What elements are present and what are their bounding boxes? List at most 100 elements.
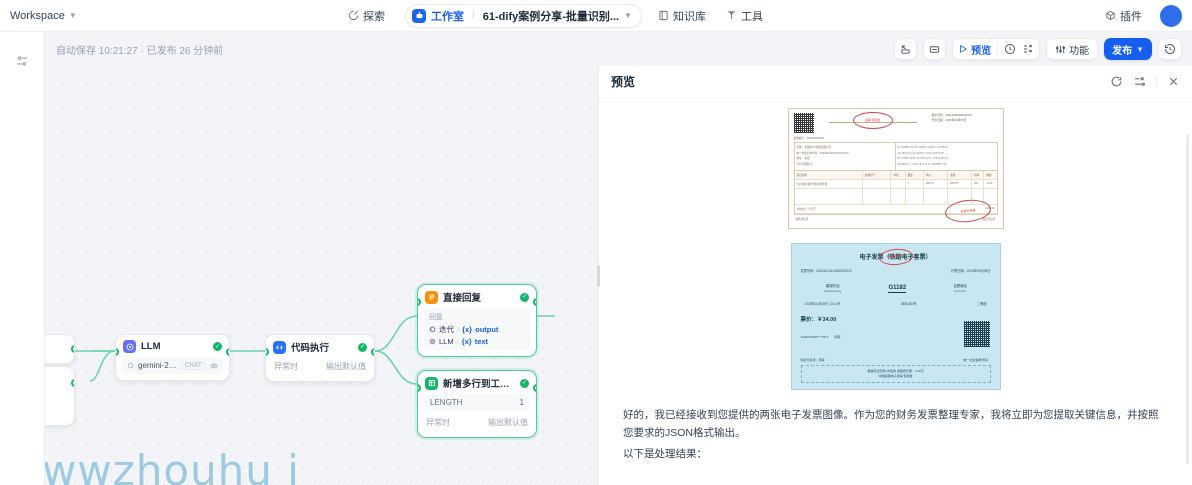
node-output-port[interactable] xyxy=(533,298,536,306)
user-avatar[interactable] xyxy=(1160,4,1182,27)
workflow-node-offscreen-a[interactable] xyxy=(45,334,75,364)
invoice-party-box: 名称：安徽省XX科技有限公司 统一社会信用代码：91340100XXXXXXXX… xyxy=(793,142,998,171)
invoice-table-empty-row xyxy=(794,188,997,205)
workflow-node-code[interactable]: 代码执行 ✓ 异常时 输出默认值 xyxy=(265,334,375,382)
to-station-name: 合肥南 xyxy=(953,283,964,288)
invoice-meta-line-1: 开票日期：2025年06月05日 xyxy=(931,118,967,123)
workspace-switcher[interactable]: Workspace ▼ xyxy=(10,10,77,22)
invoice-col-5: 金额 xyxy=(948,170,973,179)
workflow-node-answer[interactable]: 直接回复 ✓ 回复 迭代 / {x} output xyxy=(417,284,537,357)
nav-item-knowledge[interactable]: 知识库 xyxy=(650,4,714,28)
node-status-success-icon: ✓ xyxy=(520,292,529,302)
nav-item-explore[interactable]: 探索 xyxy=(340,4,393,28)
invoice-col-0: 项目名称 xyxy=(795,170,864,179)
compass-icon xyxy=(348,10,359,21)
node-header: 直接回复 ✓ xyxy=(418,285,536,308)
breadcrumb-chevron-down-icon[interactable]: ▼ xyxy=(624,11,632,20)
answer-reply-label: 回复 xyxy=(429,314,443,321)
invoice-row-taxrate: 6% xyxy=(972,179,985,188)
code-error-strategy-row: 异常时 输出默认值 xyxy=(272,358,368,375)
train-passenger-name: 周辉 xyxy=(834,334,841,339)
invoice-footer-seller-label: 销售方信息 xyxy=(795,217,809,221)
attachment-invoice-train-ticket[interactable]: 电子发票（铁路电子客票） 铁路电子客票 发票号码：254240101140000… xyxy=(790,242,1001,390)
top-navigation-bar: Workspace ▼ 探索 工作室 / 61-dify案例分享-批量识别...… xyxy=(0,0,1192,32)
nav-knowledge-label: 知识库 xyxy=(673,10,706,23)
preview-action-divider xyxy=(1156,75,1157,88)
sheet-length-field: LENGTH 1 xyxy=(424,394,530,411)
workflow-node-llm[interactable]: LLM ✓ gemini-2.5-flash-pr... CHAT xyxy=(115,334,230,381)
preview-body[interactable]: 发票专用章 发票号码：25412000000000001 开票日期：2025年0… xyxy=(599,98,1192,485)
toolbar-actions: 预览 功能 发布 ▼ xyxy=(894,38,1182,60)
sheet-error-value: 输出默认值 xyxy=(488,418,528,427)
restart-icon[interactable] xyxy=(1110,75,1123,88)
code-error-label: 异常时 xyxy=(274,362,298,371)
publish-button[interactable]: 发布 ▼ xyxy=(1104,38,1152,60)
train-ticket-invoice-date: 开票日期：2025年06月05日 xyxy=(950,268,991,273)
variable-inspect-button[interactable] xyxy=(923,38,947,60)
node-output-port[interactable] xyxy=(533,384,536,392)
invoice-empty-cell xyxy=(972,188,985,204)
node-output-port[interactable] xyxy=(371,348,374,356)
node-input-port[interactable] xyxy=(266,348,269,356)
wrench-icon xyxy=(726,10,737,21)
invoice-col-2: 单位 xyxy=(891,170,906,179)
invoice-row-price: 186.79 xyxy=(924,179,948,188)
studio-breadcrumb-pill[interactable]: 工作室 / 61-dify案例分享-批量识别... ▼ xyxy=(405,3,642,28)
train-buyer-label: 购买方名称：周辉 xyxy=(800,357,825,362)
train-note-line-0: 报销凭证仅限1次使用 退票费凭据：0.00元 xyxy=(867,368,924,373)
llm-node-icon xyxy=(429,338,436,345)
variable-separator: / xyxy=(457,325,460,334)
invoice-password-line-2: 8>7<3*8<>2>8<>3<6>0<1*7>>1*5<3>9-2*7 xyxy=(897,157,949,161)
node-output-port[interactable] xyxy=(71,379,74,387)
train-ticket-footer-row: 购买方名称：周辉 统一社会信用代码： xyxy=(801,358,991,362)
nav-explore-label: 探索 xyxy=(363,10,385,23)
preview-settings-icon[interactable] xyxy=(1133,75,1146,88)
panel-resize-handle[interactable] xyxy=(594,66,602,485)
invoice-row-unit xyxy=(891,179,906,188)
workflow-node-sheet-append[interactable]: 新增多行到工作表最后 ✓ LENGTH 1 异常时 输出默认值 xyxy=(417,370,537,438)
train-ticket-seal: 铁路电子客票 xyxy=(877,247,914,266)
to-station-pinyin: Hefeinan xyxy=(954,288,967,293)
preview-button[interactable]: 预览 xyxy=(958,42,991,57)
train-seat-class: 二等座 xyxy=(976,301,987,306)
invoice-seal-top: 发票专用章 xyxy=(852,112,893,129)
train-ticket-qr-code xyxy=(963,320,990,347)
invoice-col-6: 税率 xyxy=(972,170,985,179)
workflow-node-offscreen-b[interactable] xyxy=(45,366,75,426)
features-button[interactable]: 功能 xyxy=(1046,38,1099,60)
node-input-port[interactable] xyxy=(418,384,421,392)
from-station-suffix: 站 xyxy=(836,283,840,288)
checklist-icon[interactable] xyxy=(1022,43,1034,55)
sliders-icon xyxy=(1055,44,1066,55)
invoice-row-tax: 11.21 xyxy=(986,181,993,185)
nav-item-plugins[interactable]: 插件 xyxy=(1097,4,1150,28)
breadcrumb-app-title: 61-dify案例分享-批量识别... xyxy=(482,10,620,23)
assistant-answer-text: 好的，我已经接收到您提供的两张电子发票图像。作为您的财务发票整理专家，我将立即为… xyxy=(621,406,1170,463)
nav-item-tools[interactable]: 工具 xyxy=(718,4,771,28)
eye-icon[interactable] xyxy=(210,362,218,370)
node-input-port[interactable] xyxy=(418,298,421,306)
model-provider-icon xyxy=(127,362,134,369)
from-station-pinyin: Chaohudong xyxy=(824,288,842,293)
answer-reply-box: 回复 迭代 / {x} output LLM / {x} xyxy=(424,308,530,350)
invoice-buyer-addr: 地址、电话： xyxy=(796,157,813,161)
llm-model-mode-tag: CHAT xyxy=(180,361,206,370)
workflow-canvas[interactable]: LLM ✓ gemini-2.5-flash-pr... CHAT 代码执 xyxy=(45,66,598,485)
version-history-button[interactable] xyxy=(1158,38,1182,60)
preview-label: 预览 xyxy=(971,45,992,57)
play-icon xyxy=(958,44,968,54)
node-input-port[interactable] xyxy=(116,348,119,356)
attachment-invoice-vat[interactable]: 发票专用章 发票号码：25412000000000001 开票日期：2025年0… xyxy=(787,108,1004,229)
import-dsl-button[interactable] xyxy=(894,38,918,60)
node-output-port[interactable] xyxy=(71,345,74,353)
variable-separator: / xyxy=(456,337,459,346)
train-ticket-note: 报销凭证仅限1次使用 退票费凭据：0.00元 中国铁路电子发票 查验章 xyxy=(800,364,991,383)
nav-right-group: 插件 xyxy=(1097,4,1182,28)
preview-scrollbar[interactable] xyxy=(1186,134,1189,464)
llm-model-chip[interactable]: gemini-2.5-flash-pr... CHAT xyxy=(122,357,223,374)
invoice-row-spec xyxy=(863,179,892,188)
close-icon[interactable] xyxy=(1167,75,1180,88)
node-output-port[interactable] xyxy=(226,348,229,356)
run-history-icon[interactable] xyxy=(1004,43,1016,55)
panel-toggle-icon[interactable] xyxy=(15,54,29,73)
